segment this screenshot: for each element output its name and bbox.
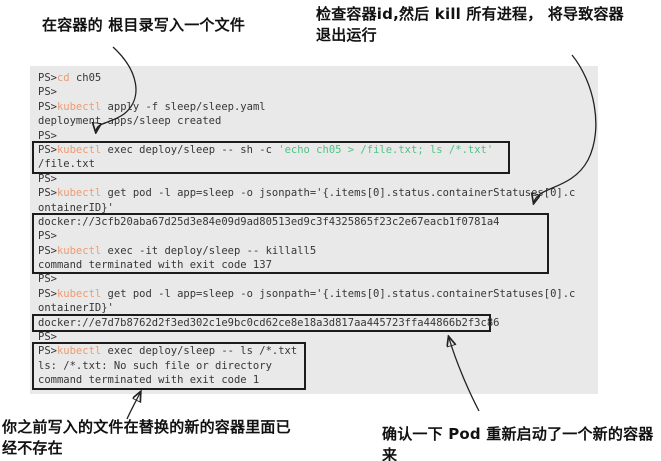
terminal-line: PS> (38, 272, 598, 286)
terminal-line: PS>kubectl apply -f sleep/sleep.yaml (38, 100, 598, 114)
terminal-line: ontainerID}' (38, 201, 598, 215)
terminal-line: deployment.apps/sleep created (38, 114, 598, 128)
highlight-box-4: PS>kubectl exec deploy/sleep -- ls /*.tx… (32, 342, 306, 390)
annotation-bottom-left: 你之前写入的文件在替换的新的容器里面已 经不存在 (2, 418, 291, 458)
terminal-segment: exec deploy/sleep -- ls /*.txt (101, 345, 298, 358)
terminal-segment-str: 'echo ch05 > /file.txt; ls /*.txt' (278, 143, 494, 156)
terminal-segment: docker://3cfb20aba67d25d3e84e09d9ad80513… (38, 215, 500, 228)
terminal-segment: PS> (38, 273, 57, 286)
terminal-line: PS> (38, 330, 598, 344)
terminal-line: ls: /*.txt: No such file or directory (38, 359, 304, 373)
arrow-to-box4-icon (126, 393, 140, 420)
terminal-line: PS>cd ch05 (38, 71, 598, 85)
highlight-box-3: docker://e7d7b8762d2f3ed302c1e9bc0cd62ce… (32, 313, 499, 333)
terminal-segment: PS> (38, 287, 57, 300)
terminal-segment: ch05 (69, 72, 102, 84)
terminal-segment: ontainerID}' (38, 302, 114, 315)
terminal-line: PS>kubectl exec deploy/sleep -- sh -c 'e… (38, 143, 508, 157)
terminal-segment: PS> (38, 187, 57, 200)
terminal-line: PS> (38, 85, 598, 99)
terminal-segment: docker://e7d7b8762d2f3ed302c1e9bc0cd62ce… (38, 316, 500, 329)
terminal-line: docker://3cfb20aba67d25d3e84e09d9ad80513… (38, 215, 547, 229)
terminal-line: PS>kubectl get pod -l app=sleep -o jsonp… (38, 287, 598, 301)
terminal-segment-cmd: kubectl (56, 345, 102, 358)
terminal-segment-cmd: kubectl (56, 287, 102, 300)
terminal-segment: PS> (38, 230, 57, 243)
terminal-segment: PS> (38, 72, 57, 84)
terminal-segment: ontainerID}' (38, 201, 114, 214)
terminal-segment: PS> (38, 100, 57, 113)
terminal-line: PS> (38, 129, 598, 143)
terminal-segment: apply -f sleep/sleep.yaml (101, 100, 266, 113)
terminal-line: docker://e7d7b8762d2f3ed302c1e9bc0cd62ce… (38, 316, 499, 330)
annotation-top-right: 检查容器id,然后 kill 所有进程， 将导致容器 退出运行 (316, 5, 624, 45)
terminal-segment: command terminated with exit code 1 (38, 374, 260, 387)
terminal-segment-cmd: kubectl (56, 143, 102, 156)
annotation-bottom-right: 确认一下 Pod 重新启动了一个新的容器来 替换退出的那个 (382, 425, 654, 461)
terminal-line: PS> (38, 229, 547, 243)
terminal-line: PS> (38, 172, 598, 186)
terminal-segment-cmd: cd (56, 72, 70, 84)
terminal-segment-cmd: kubectl (56, 244, 102, 257)
terminal-line: PS>kubectl get pod -l app=sleep -o jsonp… (38, 186, 598, 200)
terminal-segment: get pod -l app=sleep -o jsonpath='{.item… (101, 287, 576, 300)
terminal-segment: PS> (38, 345, 57, 358)
terminal-line: PS>kubectl exec -it deploy/sleep -- kill… (38, 244, 547, 258)
highlight-box-2: docker://3cfb20aba67d25d3e84e09d9ad80513… (32, 212, 549, 275)
terminal-segment: PS> (38, 172, 57, 185)
terminal-segment: PS> (38, 331, 57, 344)
terminal-segment-cmd: kubectl (56, 100, 102, 113)
terminal-segment: PS> (38, 86, 57, 99)
highlight-box-1: PS>kubectl exec deploy/sleep -- sh -c 'e… (32, 140, 510, 174)
terminal-segment: deployment.apps/sleep created (38, 115, 222, 128)
terminal-segment: PS> (38, 143, 57, 156)
terminal-line: /file.txt (38, 157, 508, 171)
terminal-segment: /file.txt (38, 158, 95, 171)
terminal-segment: PS> (38, 129, 57, 142)
terminal-line: PS>kubectl exec deploy/sleep -- ls /*.tx… (38, 344, 304, 358)
terminal-line: command terminated with exit code 137 (38, 258, 547, 272)
terminal-segment: command terminated with exit code 137 (38, 259, 272, 272)
annotation-top-left: 在容器的 根目录写入一个文件 (42, 16, 246, 34)
terminal-segment: ls: /*.txt: No such file or directory (38, 359, 272, 372)
terminal-segment: get pod -l app=sleep -o jsonpath='{.item… (101, 187, 576, 200)
terminal-segment-cmd: kubectl (56, 187, 102, 200)
terminal-line: command terminated with exit code 1 (38, 373, 304, 387)
terminal-segment: exec -it deploy/sleep -- killall5 (101, 244, 317, 257)
terminal-line: ontainerID}' (38, 301, 598, 315)
terminal-segment: PS> (38, 244, 57, 257)
terminal-segment: exec deploy/sleep -- sh -c (101, 143, 279, 156)
